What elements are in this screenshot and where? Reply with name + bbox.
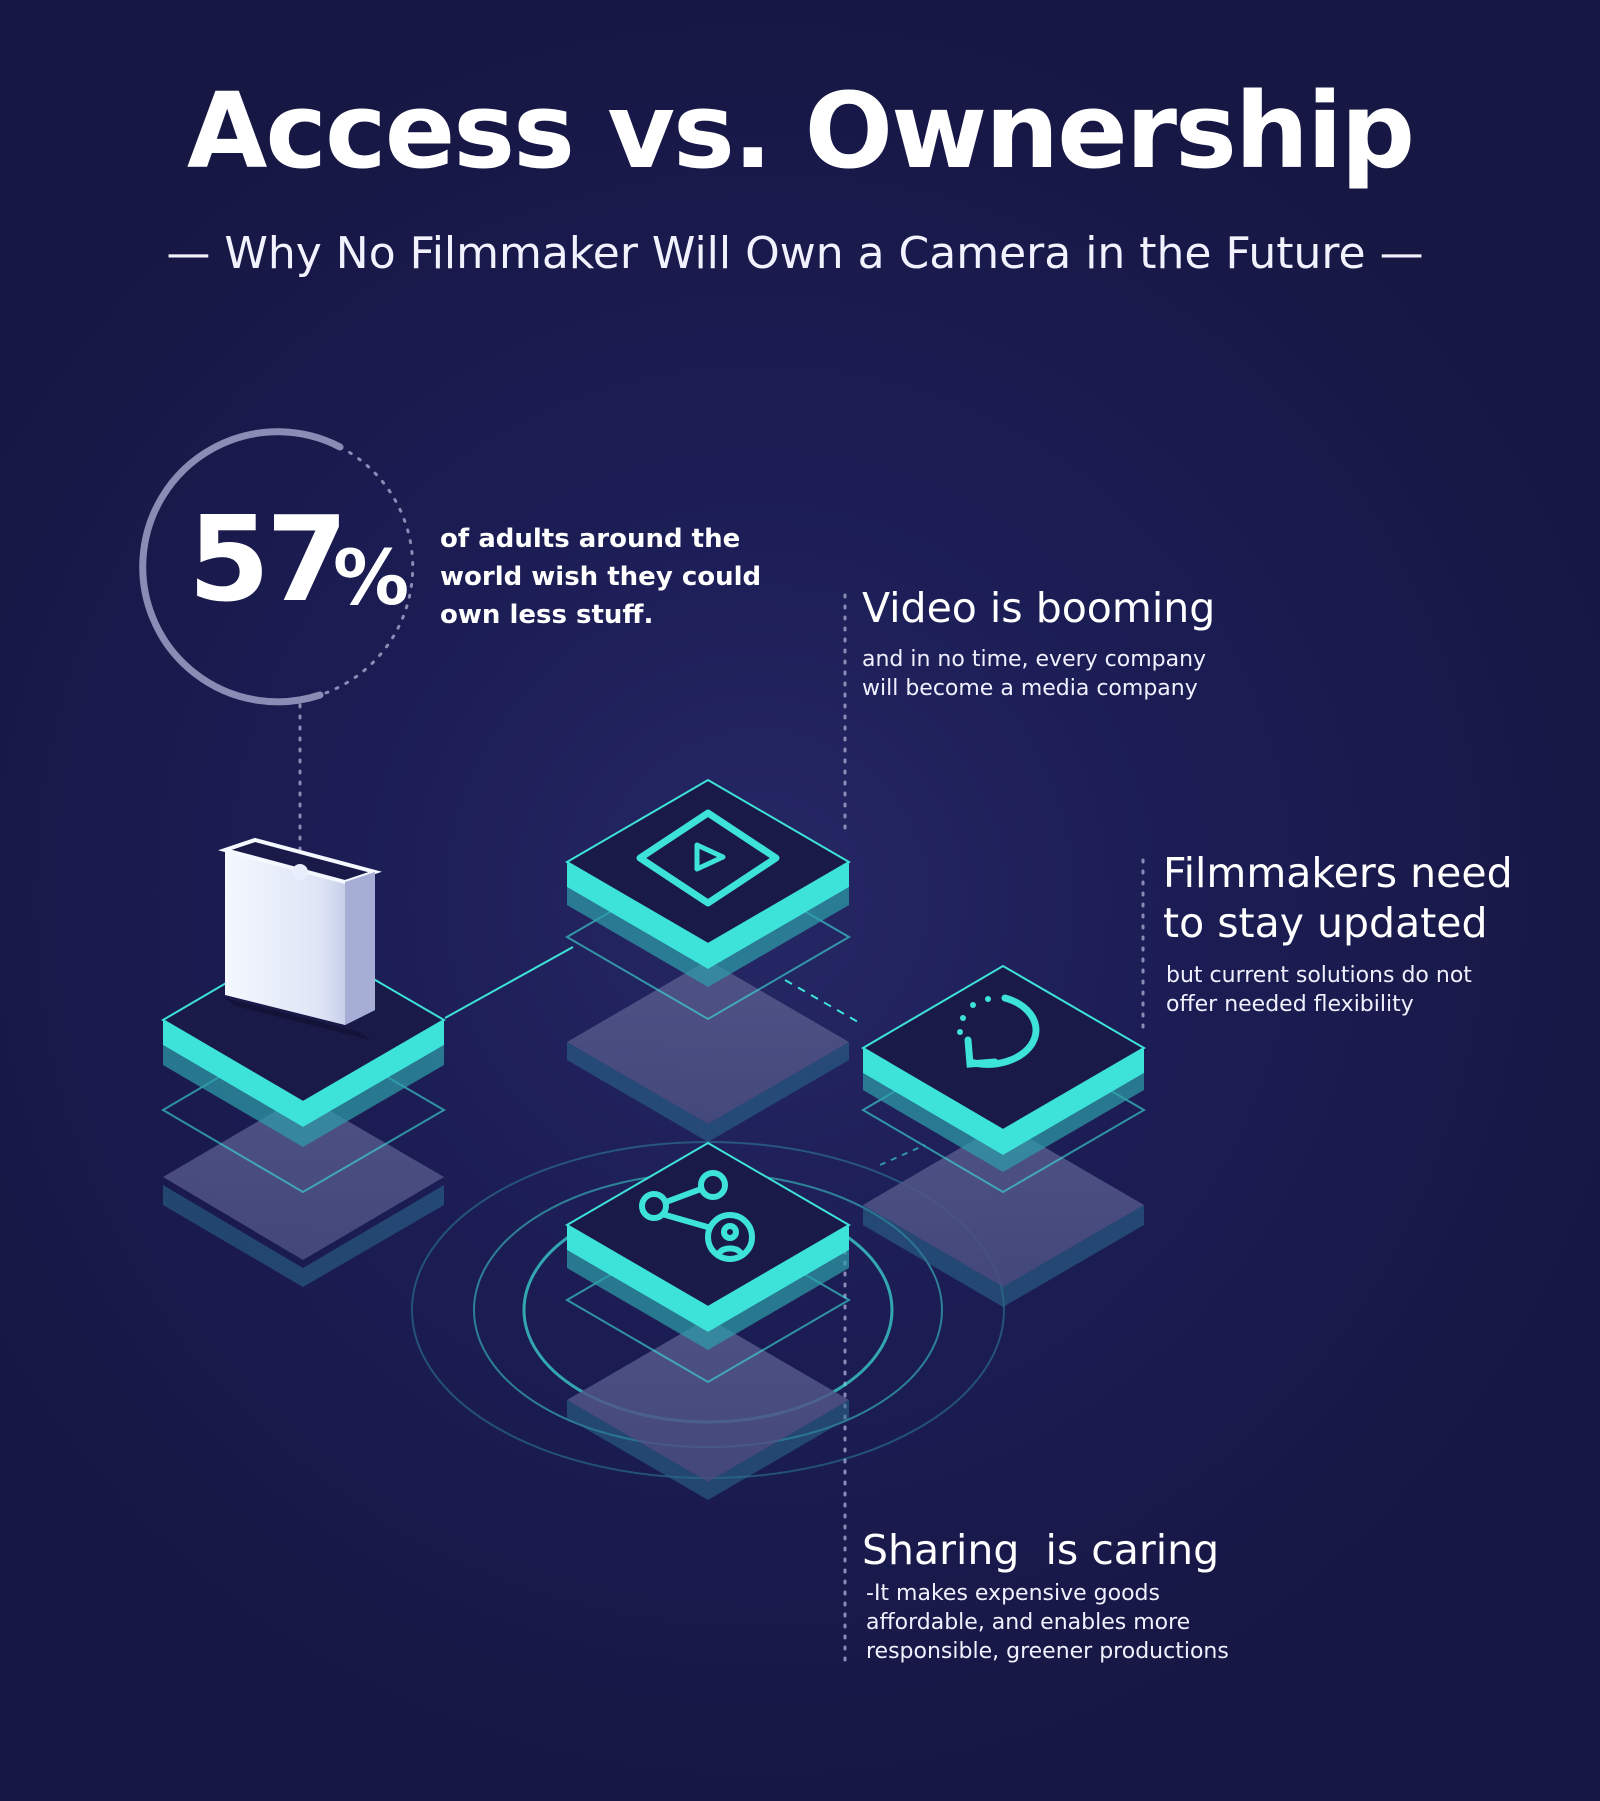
stat-description: of adults around the world wish they cou… (440, 524, 762, 630)
point-sharing-title: Sharing is caring (862, 1526, 1220, 1574)
refresh-icon (957, 994, 1040, 1068)
camera-device-icon (218, 837, 382, 1040)
dotted-connectors (298, 593, 1145, 1667)
tile-sharing (565, 1141, 851, 1500)
point-filmmakers-text: but current solutions do not offer neede… (1166, 963, 1472, 1017)
point-sharing-text: -It makes expensive goods affordable, an… (866, 1581, 1229, 1664)
page-subtitle: — Why No Filmmaker Will Own a Camera in … (166, 228, 1424, 279)
stat-ring (139, 428, 415, 706)
stat-value: 57 (188, 490, 348, 628)
page-title: Access vs. Ownership (186, 70, 1415, 192)
point-video-text: and in no time, every company will becom… (862, 647, 1207, 701)
tile-update (861, 964, 1146, 1307)
point-video-title: Video is booming (862, 584, 1216, 632)
tile-camera (161, 837, 446, 1287)
stat-unit: % (333, 533, 410, 622)
point-filmmakers-title: Filmmakers need to stay updated (1163, 849, 1513, 947)
share-user-icon (639, 1170, 755, 1262)
connection-lines (444, 946, 926, 1166)
play-icon (636, 809, 780, 907)
tile-video (565, 778, 851, 1142)
